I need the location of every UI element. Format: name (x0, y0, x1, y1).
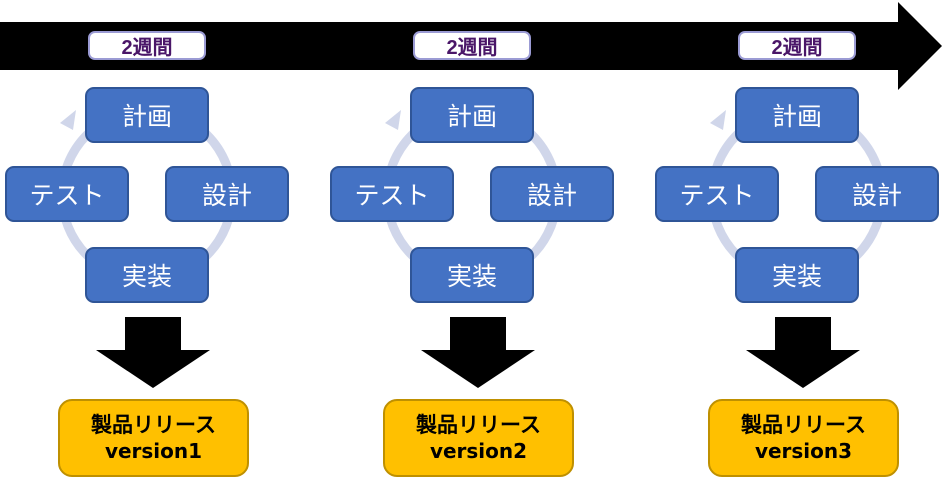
release-box: 製品リリース version3 (708, 399, 899, 477)
down-arrow (746, 317, 860, 388)
step-implement: 実装 (735, 247, 859, 303)
step-test: テスト (655, 166, 779, 222)
release-title: 製品リリース (416, 413, 541, 438)
release-box: 製品リリース version1 (58, 399, 249, 477)
release-title: 製品リリース (741, 413, 866, 438)
release-version: version1 (104, 438, 203, 463)
step-design: 設計 (815, 166, 939, 222)
step-implement: 実装 (85, 247, 209, 303)
iteration-3: 2週間 計画 設計 実装 テスト 製品リリース version3 (650, 0, 943, 482)
step-plan: 計画 (85, 87, 209, 143)
cycle-arrowhead (385, 110, 401, 130)
down-arrow (421, 317, 535, 388)
step-plan: 計画 (410, 87, 534, 143)
step-implement: 実装 (410, 247, 534, 303)
step-test: テスト (5, 166, 129, 222)
step-plan: 計画 (735, 87, 859, 143)
release-box: 製品リリース version2 (383, 399, 574, 477)
duration-label: 2週間 (413, 31, 531, 60)
step-design: 設計 (490, 166, 614, 222)
iteration-1: 2週間 計画 設計 実装 テスト 製品リリース version1 (0, 0, 300, 482)
down-arrow-shape (746, 317, 860, 388)
release-version: version2 (429, 438, 528, 463)
down-arrow (96, 317, 210, 388)
release-title: 製品リリース (91, 413, 216, 438)
down-arrow-shape (96, 317, 210, 388)
down-arrow-shape (421, 317, 535, 388)
cycle-arrowhead (60, 110, 76, 130)
step-design: 設計 (165, 166, 289, 222)
step-test: テスト (330, 166, 454, 222)
cycle-arrowhead (710, 110, 726, 130)
duration-label: 2週間 (88, 31, 206, 60)
release-version: version3 (754, 438, 853, 463)
iteration-2: 2週間 計画 設計 実装 テスト 製品リリース version2 (325, 0, 625, 482)
duration-label: 2週間 (738, 31, 856, 60)
